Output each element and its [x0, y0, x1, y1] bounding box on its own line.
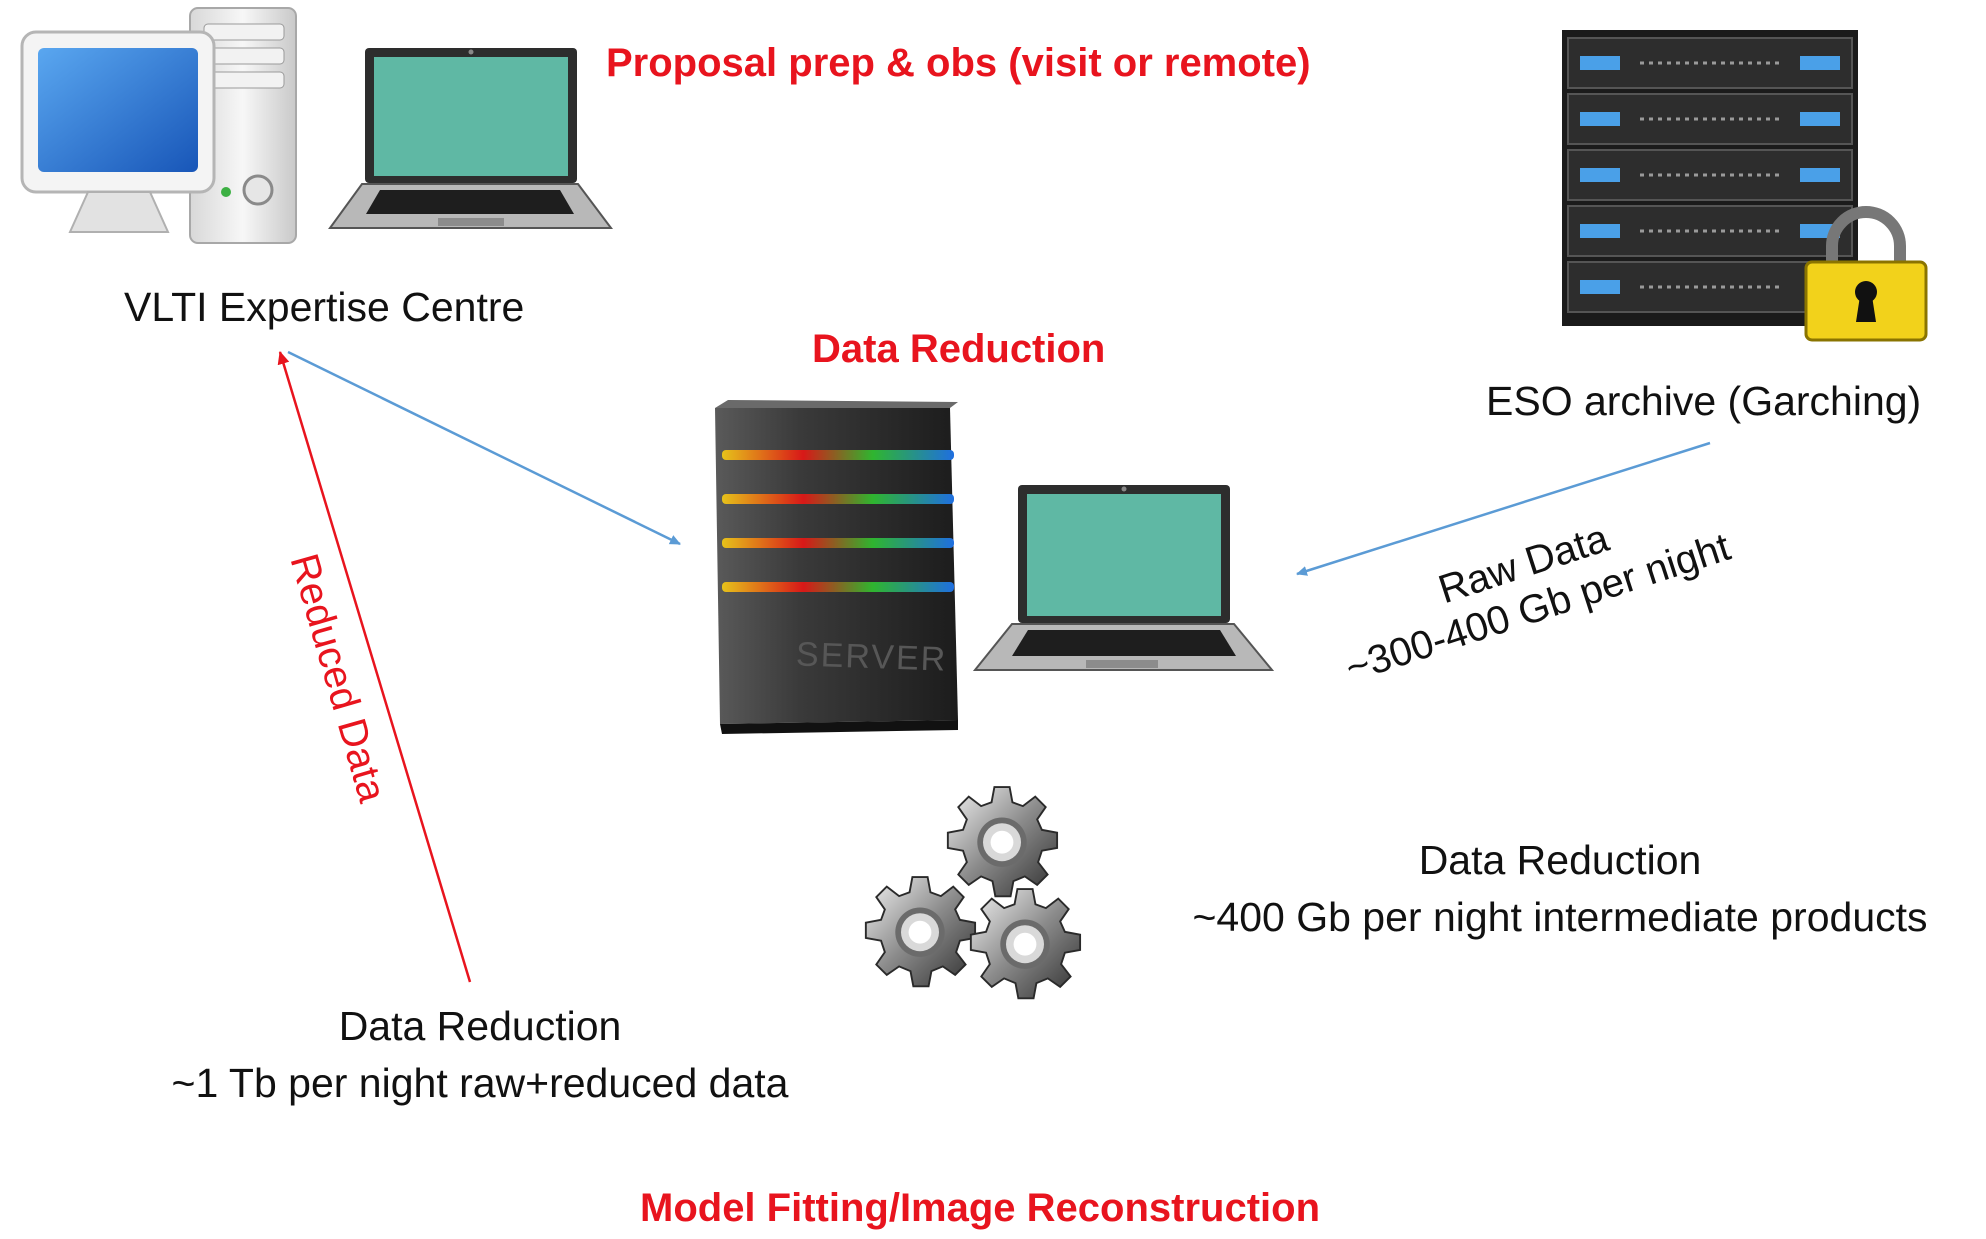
intermediate-line2: ~400 Gb per night intermediate products: [1192, 894, 1928, 941]
bottom-line2: ~1 Tb per night raw+reduced data: [171, 1060, 789, 1107]
gears-icon: [864, 786, 1082, 1000]
arrow-reduced-data: [277, 351, 472, 983]
heading-model-fitting: Model Fitting/Image Reconstruction: [640, 1186, 1321, 1230]
bottom-reduction-label: Data Reduction ~1 Tb per night raw+reduc…: [130, 998, 830, 1113]
server-label: SERVER: [795, 635, 948, 679]
laptop-icon-top: [328, 48, 613, 229]
laptop-icon-center: [972, 485, 1275, 671]
desktop-computer-icon: [20, 7, 297, 244]
arrow-archive-to-laptop: [1296, 441, 1711, 576]
intermediate-products-label: Data Reduction ~400 Gb per night interme…: [1160, 832, 1960, 947]
heading-proposal: Proposal prep & obs (visit or remote): [606, 41, 1311, 85]
vlti-label: VLTI Expertise Centre: [124, 284, 525, 330]
padlock-icon: [1804, 206, 1928, 342]
server-tower-icon: [715, 400, 958, 734]
arrow-vlti-to-server: [287, 350, 681, 546]
heading-data-reduction: Data Reduction: [812, 327, 1106, 371]
bottom-line1: Data Reduction: [338, 1003, 622, 1049]
eso-archive-label: ESO archive (Garching): [1486, 378, 1922, 424]
intermediate-line1: Data Reduction: [1418, 837, 1702, 883]
